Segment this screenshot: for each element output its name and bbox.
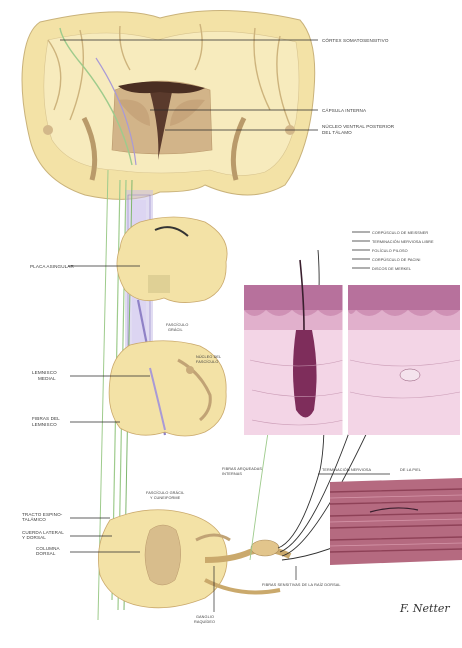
artist-signature: F. Netter <box>399 602 450 615</box>
label-medial-lemniscus-2: MEDIAL <box>38 376 56 381</box>
label-gracile-cuneate-2: Y CUNEIFORME <box>150 496 181 500</box>
label-skin-4: CORPÚSCULO DE PACINI <box>372 257 421 262</box>
label-lemniscus-fibers-2: LEMNISCO <box>32 422 57 427</box>
label-somatosensory-cortex: CÓRTEX SOMATOSENSITIVO <box>322 37 389 43</box>
label-thalamus-nucleus-1: NÚCLEO VENTRAL POSTERIOR <box>322 123 395 129</box>
label-gracile-cuneate-1: FASCÍCULO GRÁCIL <box>146 491 184 495</box>
label-gracile-2: GRÁCIL <box>168 328 183 332</box>
medulla-upper <box>117 217 227 303</box>
label-skin-2: TERMINACIÓN NERVIOSA LIBRE <box>372 239 434 244</box>
label-medulla-plate: PLACA ASINGULAR <box>30 264 74 269</box>
label-thalamus-nucleus-2: DEL TÁLAMO <box>322 129 352 135</box>
label-arcuate-fibers-1: FIBRAS ARQUEADAS <box>222 467 262 471</box>
label-dorsal-column-2: DORSAL <box>36 551 56 556</box>
label-internal-capsule: CÁPSULA INTERNA <box>322 107 367 113</box>
label-spinal-ganglion-1: GANGLIO <box>196 615 214 619</box>
brain-coronal-section <box>22 10 315 199</box>
label-lemniscus-fibers-1: FIBRAS DEL <box>32 416 60 421</box>
muscle-section <box>330 478 462 565</box>
label-nucleus-fasc-1: NÚCLEO DEL <box>196 354 221 359</box>
label-skin-nerve-ending-1: TERMINACIÓN NERVIOSA <box>322 467 372 472</box>
label-arcuate-fibers-2: INTERNAS <box>222 472 242 476</box>
label-nucleus-fasc-2: FASCÍCULO <box>196 360 218 364</box>
label-skin-nerve-ending-2: DE LA PIEL <box>400 468 421 472</box>
label-dorsal-root-fibers: FIBRAS SENSITIVAS DE LA RAÍZ DORSAL <box>262 583 341 587</box>
label-gracile-1: FASCÍCULO <box>166 323 188 327</box>
label-skin-5: DISCOS DE MERKEL <box>372 267 411 271</box>
label-spinothalamic-2: TALÁMICO <box>22 516 46 522</box>
label-lateral-cord-2: Y DORSAL <box>22 535 46 540</box>
label-skin-1: CORPÚSCULO DE MEISSNER <box>372 230 428 235</box>
signature-text: F. Netter <box>399 602 450 615</box>
label-medial-lemniscus-1: LEMNISCO <box>32 370 57 375</box>
label-spinal-ganglion-2: RAQUÍDEO <box>194 620 215 624</box>
spinal-cord-section <box>98 510 290 608</box>
skin-histology <box>244 260 460 435</box>
label-skin-3: FOLÍCULO PILOSO <box>372 249 408 253</box>
